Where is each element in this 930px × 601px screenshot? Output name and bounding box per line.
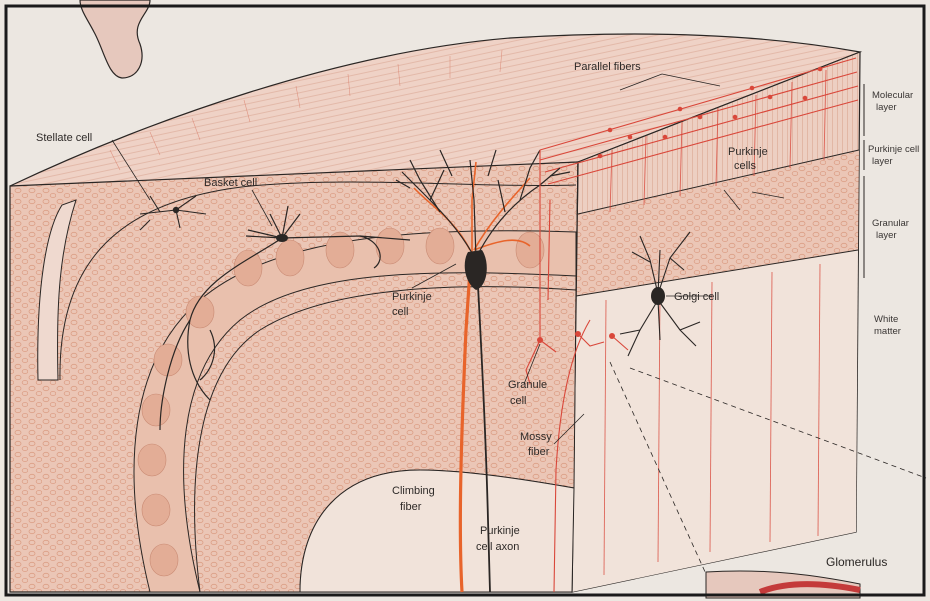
label-mossy-fiber-1: Mossy bbox=[520, 431, 552, 443]
label-purkinje-cell-1: Purkinje bbox=[392, 291, 432, 303]
label-golgi-cell: Golgi cell bbox=[674, 291, 719, 303]
label-purkinje-layer-1: Purkinje cell bbox=[868, 144, 919, 155]
label-purkinje-cells-2: cells bbox=[734, 160, 757, 172]
label-white-matter-2: matter bbox=[874, 326, 901, 337]
label-purkinje-cells-1: Purkinje bbox=[728, 146, 768, 158]
label-climbing-fiber-1: Climbing bbox=[392, 485, 435, 497]
label-granule-cell-2: cell bbox=[510, 395, 527, 407]
label-granular-layer-1: Granular bbox=[872, 218, 909, 229]
label-molecular-layer-2: layer bbox=[876, 102, 897, 113]
label-white-matter-1: White bbox=[874, 314, 898, 325]
label-stellate-cell: Stellate cell bbox=[36, 132, 92, 144]
label-granular-layer-2: layer bbox=[876, 230, 897, 241]
basket-soma bbox=[276, 234, 288, 242]
label-purkinje-layer-2: layer bbox=[872, 156, 893, 167]
label-mossy-fiber-2: fiber bbox=[528, 446, 550, 458]
label-glomerulus: Glomerulus bbox=[826, 555, 887, 569]
label-parallel-fibers: Parallel fibers bbox=[574, 61, 641, 73]
golgi-soma bbox=[651, 287, 665, 305]
stellate-soma bbox=[173, 207, 179, 213]
label-purkinje-axon-1: Purkinje bbox=[480, 525, 520, 537]
label-granule-cell-1: Granule bbox=[508, 379, 547, 391]
label-climbing-fiber-2: fiber bbox=[400, 501, 422, 513]
label-purkinje-axon-2: cell axon bbox=[476, 541, 519, 553]
label-purkinje-cell-2: cell bbox=[392, 306, 409, 318]
label-basket-cell: Basket cell bbox=[204, 177, 257, 189]
label-molecular-layer-1: Molecular bbox=[872, 90, 913, 101]
